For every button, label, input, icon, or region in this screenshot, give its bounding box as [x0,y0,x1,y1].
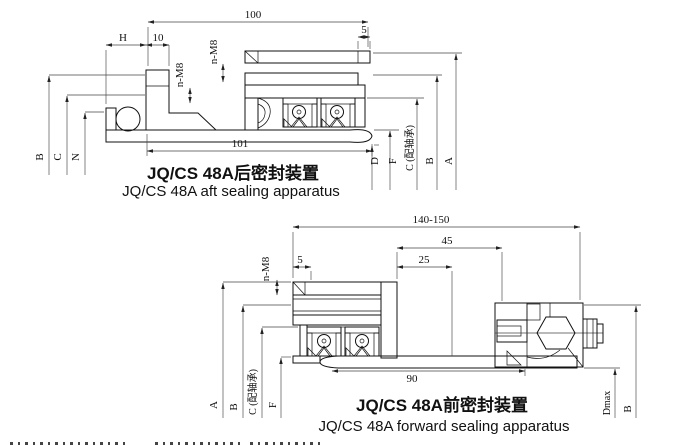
fwd-shaft-sleeve [292,355,578,369]
aft-title-zh: JQ/CS 48A后密封装置 [147,163,319,183]
aft-dim-left-b: B [34,153,46,160]
aft-lip-seal-2 [320,97,356,128]
aft-o-ring [105,106,141,132]
fwd-dim-left-b: B [228,403,240,410]
fwd-dim-right-dmax: Dmax [602,391,613,415]
aft-dim-overall-bottom: 101 [232,138,249,150]
fwd-dim-25: 25 [419,254,431,266]
fwd-clamp-bolt-end [582,318,604,349]
forward-drawing: 140-150 45 25 5 n-M8 90 [208,214,641,435]
aft-slinger [257,97,271,129]
cropped-text-artifact [155,442,240,445]
fwd-title-zh: JQ/CS 48A前密封装置 [356,395,528,415]
fwd-title-en: JQ/CS 48A forward sealing apparatus [319,418,570,435]
aft-dim-right-c: C (配轴承) [403,125,416,171]
fwd-dim-left-f: F [267,402,279,408]
aft-dim-bolts-left: n-M8 [174,62,186,87]
fwd-dim-left-a: A [208,401,220,409]
aft-shaft-sleeve [105,129,373,143]
aft-housing-end-block [354,97,366,128]
aft-lip-seal-1 [282,97,318,128]
aft-dimensions: 100 H 10 5 n-M8 n-M8 101 [34,9,462,190]
cropped-text-artifact [250,442,320,445]
fwd-seal-divider [340,326,346,357]
fwd-dim-overall-top: 140-150 [413,214,450,226]
fwd-lip-seal-2 [344,326,380,357]
fwd-dim-45: 45 [442,235,454,247]
fwd-clamp-bolt-hex [536,316,576,350]
aft-dim-right-a: A [443,157,455,165]
fwd-dim-bolts: n-M8 [260,256,272,281]
aft-dim-right-d: D [369,157,381,165]
fwd-flange [292,281,398,359]
aft-drawing: 100 H 10 5 n-M8 n-M8 101 [34,9,462,200]
fwd-dim-right-b: B [622,405,634,412]
aft-seal-divider [316,97,322,128]
aft-dim-5: 5 [361,24,367,36]
aft-dim-h: H [119,32,127,44]
aft-dim-10: 10 [153,32,165,44]
aft-dim-bolts-right: n-M8 [208,39,220,64]
aft-dim-left-n: N [70,153,82,161]
fwd-clamp [494,302,604,368]
aft-dim-right-b: B [424,157,436,164]
aft-dim-left-c: C [52,153,64,160]
cropped-text-artifact [10,442,130,445]
aft-dim-right-f: F [387,158,399,164]
fwd-dim-left-c: C (配轴承) [246,369,259,415]
fwd-dimensions: 140-150 45 25 5 n-M8 90 [208,214,641,418]
fwd-dim-90: 90 [407,373,419,385]
fwd-seal-housing [299,324,380,357]
fwd-lip-seal-1 [306,326,342,357]
aft-title-en: JQ/CS 48A aft sealing apparatus [122,183,340,200]
aft-dim-overall-top: 100 [245,9,262,21]
fwd-dim-5: 5 [297,254,303,266]
